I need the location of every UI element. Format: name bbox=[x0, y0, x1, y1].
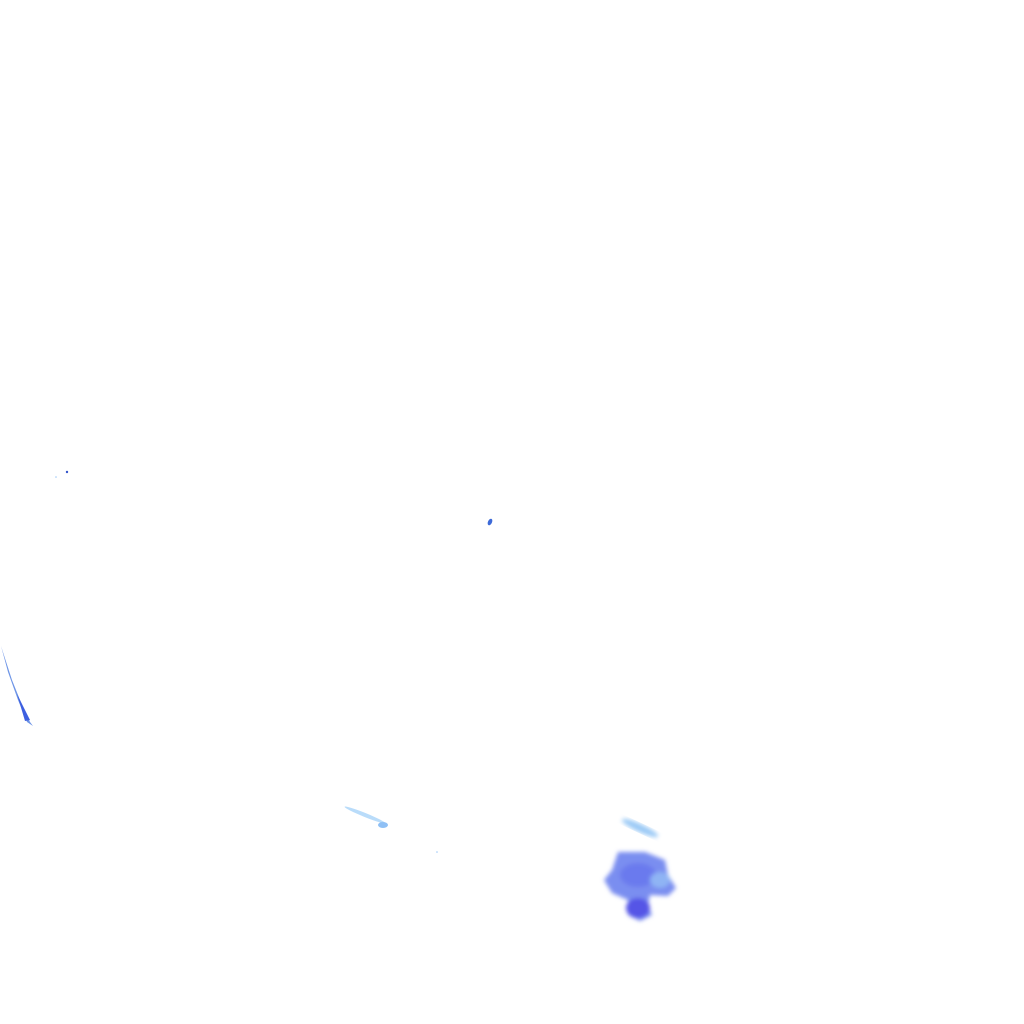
radar-echo-storm-cell bbox=[604, 852, 676, 921]
radar-echo-small-dots bbox=[55, 470, 493, 853]
radar-echo-left-streak bbox=[1, 646, 33, 726]
radar-echo-light-streak bbox=[344, 806, 659, 838]
